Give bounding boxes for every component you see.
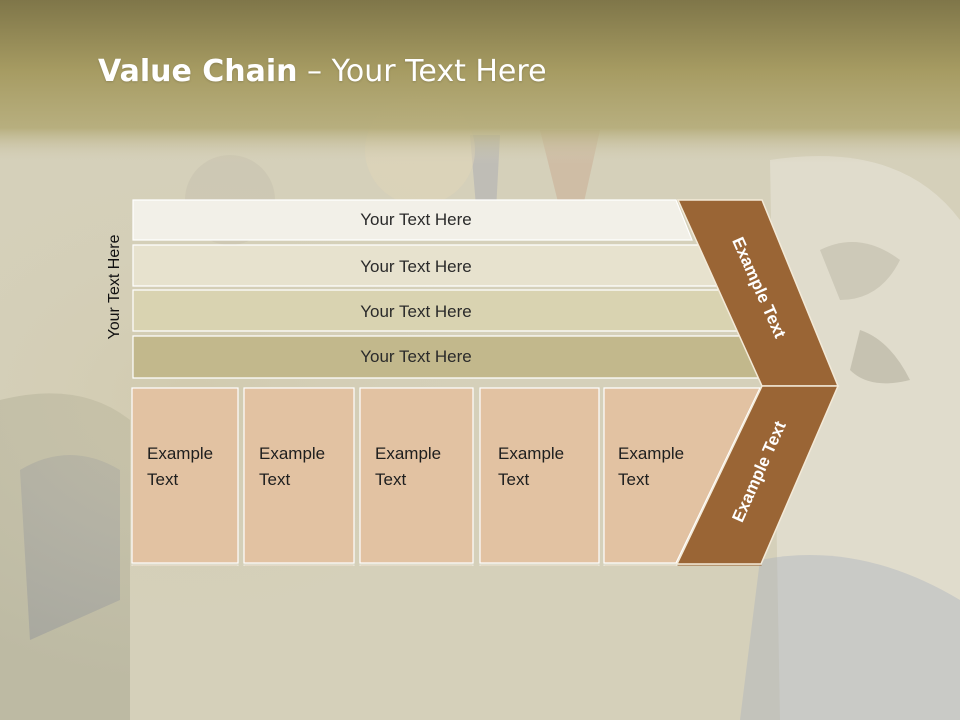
svg-text:Example: Example [375,665,441,684]
bar-1 [132,199,693,241]
box-4-line1: Example [498,444,564,463]
svg-text:Text: Text [259,639,290,658]
box-2-line2: Text [259,470,290,489]
page-title: Value Chain – Your Text Here [98,54,547,94]
svg-text:Example: Example [498,665,564,684]
box-1-line2: Text [147,470,178,489]
box-5-line2: Text [618,470,649,489]
box-2-line1: Example [259,444,325,463]
box-4 [479,387,600,564]
svg-text:Text: Text [498,639,529,658]
box-5-line1: Example [618,444,684,463]
svg-text:Text: Text [147,639,178,658]
box-1 [131,387,239,564]
svg-text:Text: Text [375,639,406,658]
bar-2-label: Your Text Here [360,257,472,276]
title-rest: – Your Text Here [297,54,547,89]
box-4-line2: Text [498,470,529,489]
box-2 [243,387,355,564]
svg-text:Text: Text [618,639,649,658]
svg-text:Example: Example [147,665,213,684]
diagram-reflection: Example Text Example Text Example Text Exam… [131,564,829,720]
chevron-lower [675,385,840,565]
bar-4-label: Your Text Here [360,347,472,366]
bar-1-label: Your Text Here [360,210,472,229]
box-3 [359,387,474,564]
box-3-line2: Text [375,470,406,489]
box-1-line1: Example [147,444,213,463]
title-bold: Value Chain [98,54,298,89]
svg-text:Example: Example [259,665,325,684]
svg-text:Example: Example [618,665,684,684]
box-5 [603,387,761,564]
bar-3-label: Your Text Here [360,302,472,321]
box-3-line1: Example [375,444,441,463]
